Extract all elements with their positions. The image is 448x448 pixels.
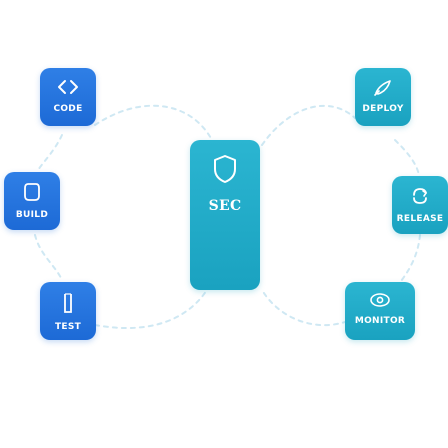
- node-label-sec: SEC: [208, 198, 242, 214]
- connector-deploy-release: [394, 139, 421, 181]
- code-brackets-icon: [57, 78, 79, 100]
- node-sec[interactable]: SEC: [190, 140, 260, 290]
- connector-release-monitor: [397, 234, 421, 286]
- node-code[interactable]: CODE: [40, 68, 96, 126]
- node-label-monitor: MONITOR: [354, 316, 406, 326]
- node-build[interactable]: BUILD: [4, 172, 60, 230]
- node-label-build: BUILD: [15, 210, 49, 220]
- node-label-release: RELEASE: [396, 214, 444, 224]
- connector-monitor-sec: [261, 289, 356, 327]
- rocket-icon: [373, 78, 393, 100]
- node-monitor[interactable]: MONITOR: [345, 282, 415, 340]
- node-label-code: CODE: [53, 104, 83, 114]
- test-icon: [61, 292, 75, 318]
- connector-code-sec: [94, 104, 213, 141]
- node-label-test: TEST: [54, 322, 82, 332]
- node-deploy[interactable]: DEPLOY: [355, 68, 411, 126]
- node-label-deploy: DEPLOY: [362, 104, 404, 114]
- connector-test-sec: [94, 284, 211, 329]
- shield-icon: [212, 154, 238, 188]
- release-icon: [411, 186, 429, 210]
- eye-icon: [369, 292, 391, 312]
- connector-code-build: [37, 134, 63, 171]
- connector-build-test: [34, 234, 63, 281]
- connector-sec-deploy: [261, 104, 356, 146]
- build-icon: [23, 182, 41, 206]
- node-test[interactable]: TEST: [40, 282, 96, 340]
- node-release[interactable]: RELEASE: [392, 176, 448, 234]
